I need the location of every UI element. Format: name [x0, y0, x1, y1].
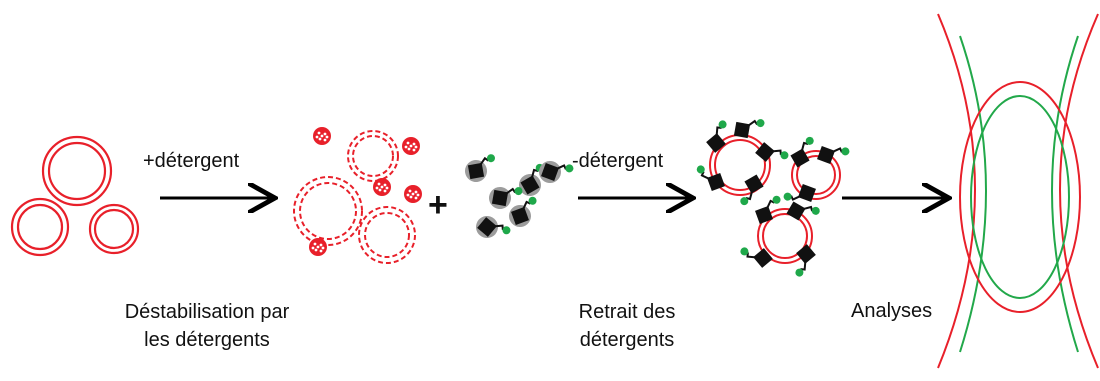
- protein-icon: [696, 165, 725, 191]
- plus-sign: +: [428, 186, 448, 224]
- protein-icon: [786, 201, 820, 221]
- protein-icon: [790, 136, 814, 168]
- proteoliposomes: [709, 134, 841, 264]
- micelles: [309, 127, 422, 256]
- micelle-icon: [402, 137, 420, 155]
- solubilized-proteins: [465, 154, 574, 238]
- liposome-icon: [41, 135, 113, 207]
- protein-icon: [706, 120, 727, 153]
- protein-icon: [755, 195, 781, 224]
- analyses-label: Analyses: [851, 300, 933, 322]
- remove-detergent-label: -détergent: [572, 150, 664, 172]
- protein-icon: [539, 161, 574, 183]
- proteoliposome-icon: [757, 208, 813, 264]
- liposome-icon: [293, 176, 363, 246]
- membrane-proteins: [696, 119, 850, 277]
- removal-caption-line2: détergents: [579, 329, 675, 351]
- protein-icon: [733, 119, 765, 139]
- protein-icon: [476, 216, 511, 238]
- analysis-chamber-icon: [937, 13, 1099, 369]
- liposomes-destabilized: [293, 130, 416, 264]
- protein-icon: [740, 247, 773, 268]
- protein-icon: [795, 244, 816, 277]
- removal-caption-line1: Retrait des: [578, 301, 676, 323]
- protein-icon: [817, 146, 850, 164]
- liposome-icon: [88, 203, 140, 255]
- protein-icon: [509, 196, 537, 227]
- liposome-icon: [347, 130, 399, 182]
- removal-caption: Retrait des détergents: [579, 298, 676, 354]
- destabilization-caption: Déstabilisation par les détergents: [125, 298, 290, 354]
- proteoliposome-icon: [791, 150, 841, 200]
- protein-icon: [489, 187, 523, 209]
- protein-icon: [755, 142, 789, 162]
- protein-icon: [740, 174, 764, 206]
- destabilization-caption-line2: les détergents: [144, 329, 270, 351]
- micelle-icon: [313, 127, 331, 145]
- protein-icon: [465, 154, 496, 182]
- liposome-icon: [10, 197, 70, 257]
- liposome-icon: [358, 206, 416, 264]
- destabilization-caption-line1: Déstabilisation par: [124, 301, 290, 323]
- add-detergent-label: +détergent: [143, 150, 240, 172]
- micelle-icon: [373, 178, 391, 196]
- micelle-icon: [309, 238, 327, 256]
- protein-icon: [783, 184, 816, 202]
- liposomes-intact: [10, 135, 140, 257]
- micelle-icon: [404, 185, 422, 203]
